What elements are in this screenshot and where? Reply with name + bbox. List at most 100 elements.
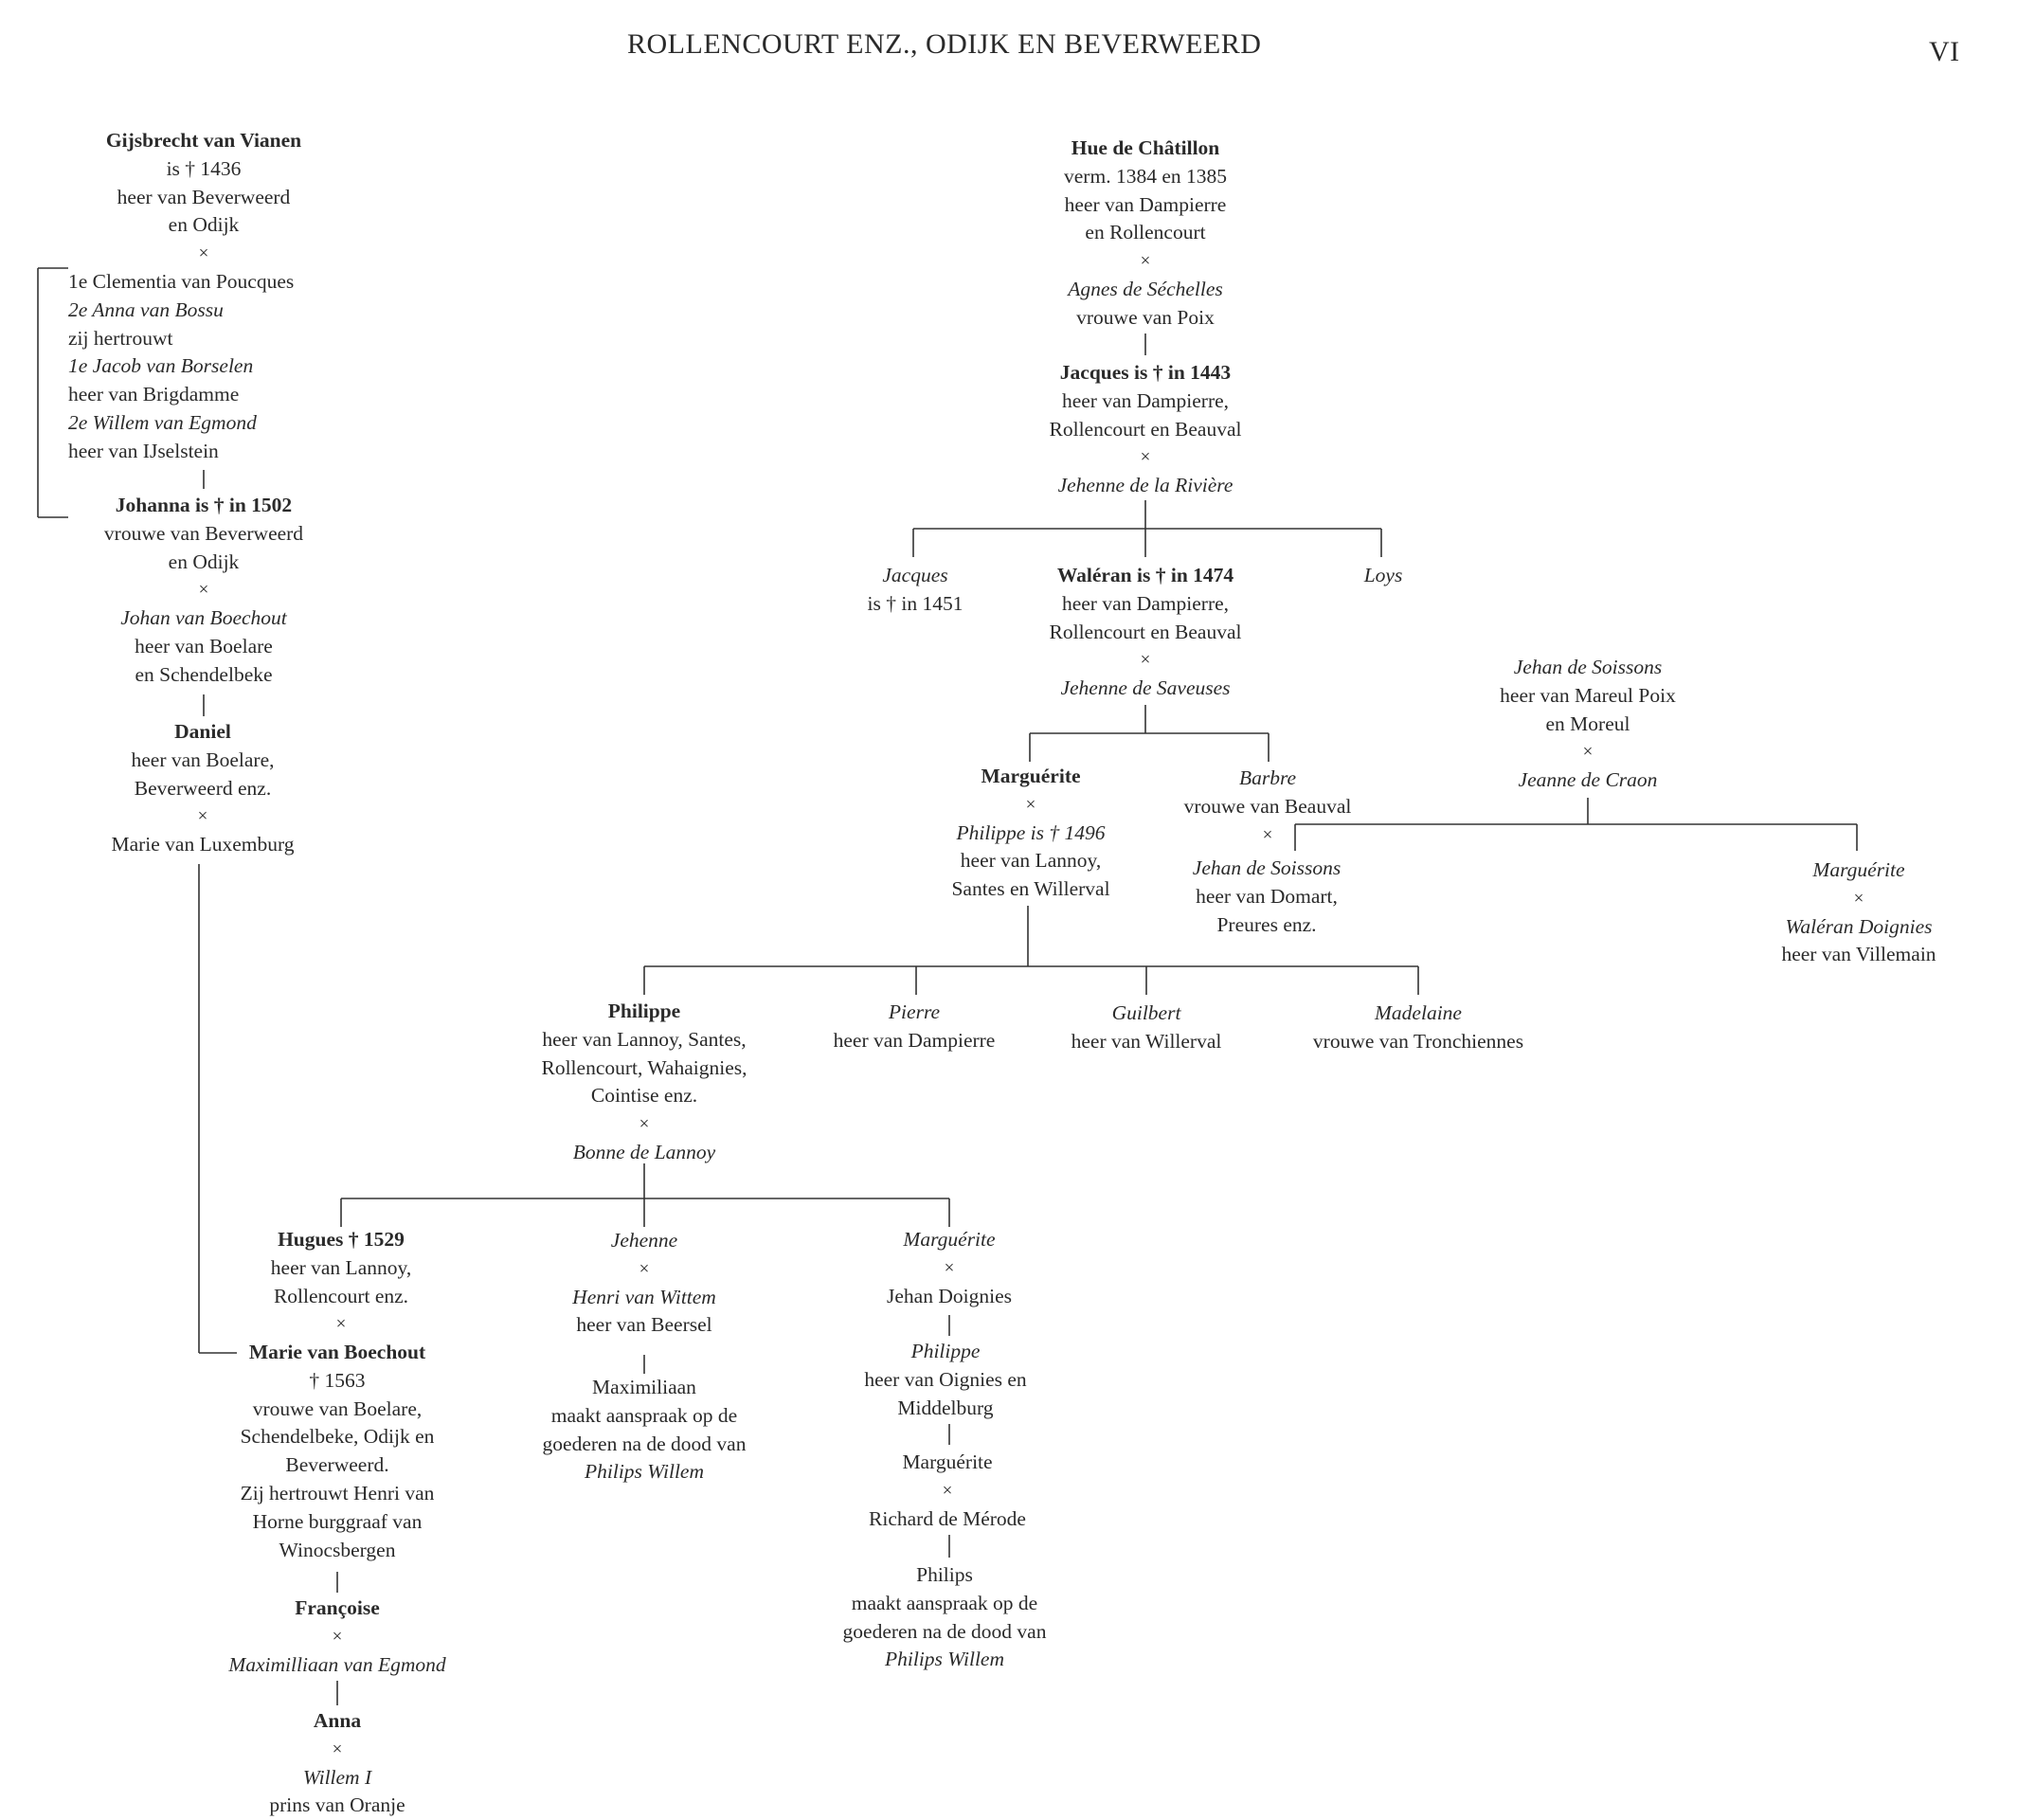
node-text-line: vrouwe van Beauval (1183, 794, 1352, 818)
node-text-line: en Moreul (1545, 712, 1630, 735)
node-text-line: Marguérite (902, 1451, 993, 1473)
node-text-line: Barbre (1238, 766, 1297, 789)
node-text-line: vrouwe van Poix (1076, 305, 1215, 329)
marriage-cross-icon: × (1582, 742, 1594, 763)
node-text-line: Hugues † 1529 (278, 1228, 405, 1251)
node-text-line: Marguérite (981, 765, 1081, 787)
node-text-line: Johanna is † in 1502 (115, 494, 293, 516)
node-text-line: heer van Dampierre, (1061, 591, 1230, 615)
node-text-line: Waléran is † in 1474 (1056, 564, 1234, 586)
node-text-line: goederen na de dood van (842, 1619, 1047, 1643)
person-marie-van-boechout: Marie van Boechout † 1563 vrouwe van Boela… (241, 1339, 435, 1564)
node-text-line: en Schendelbeke (135, 662, 273, 686)
node-text-line: 1e Clementia van Poucques (68, 270, 295, 293)
node-text-line: maakt aanspraak op de (550, 1403, 738, 1427)
node-text-line: heer van Dampierre (1064, 192, 1227, 216)
node-text-line: Johan van Boechout (120, 606, 287, 630)
marriage-cross-icon: × (1140, 650, 1151, 671)
node-text-line: Middelburg (897, 1396, 994, 1419)
person-jacques: Jacques is † in 1443 heer van Dampierre, R… (1050, 359, 1242, 500)
node-text-line: vrouwe van Beverweerd (103, 521, 304, 545)
node-text-line: Jehenne de Saveuses (1060, 676, 1231, 700)
node-text-line: vrouwe van Boelare, (252, 1397, 423, 1420)
node-text-line: Jeanne de Craon (1518, 768, 1658, 792)
node-text-line: Jehenne (610, 1229, 678, 1252)
node-text-line: Jehan de Soissons (1192, 856, 1342, 879)
node-text-line: Rollencourt en Beauval (1049, 620, 1242, 643)
marriage-cross-icon: × (1853, 888, 1864, 909)
marriage-cross-icon: × (332, 1626, 343, 1647)
node-text-line: heer van Villemain (1781, 943, 1936, 966)
node-text-line: Marguérite (903, 1228, 996, 1251)
node-text-line: Horne burggraaf van (252, 1509, 423, 1533)
node-text-line: Rollencourt en Beauval (1049, 417, 1242, 441)
node-text-line: en Odijk (168, 213, 240, 237)
node-text-line: Daniel (174, 720, 231, 743)
node-text-line: is † in 1451 (867, 591, 963, 615)
marriage-cross-icon: × (639, 1258, 650, 1279)
node-text-line: Philips (916, 1563, 973, 1586)
node-text-line: Schendelbeke, Odijk en (240, 1425, 435, 1449)
node-text-line: Marie van Boechout (248, 1341, 426, 1363)
node-text-line: Philips Willem (884, 1648, 1005, 1671)
node-text-line: Beverweerd. (285, 1453, 389, 1477)
node-text-line: Cointise enz. (590, 1084, 698, 1108)
node-text-line: heer van Willerval (1071, 1029, 1222, 1053)
node-text-line: † 1563 (309, 1368, 366, 1392)
marriage-cross-icon: × (1025, 794, 1036, 815)
node-text-line: Loys (1363, 564, 1403, 586)
person-francoise: Françoise×Maximilliaan van Egmond (228, 1595, 445, 1679)
person-marguerite-jehan-doignies: Marguérite × Jehan Doignies (887, 1226, 1012, 1310)
node-text-line: heer van Dampierre, (1061, 388, 1230, 412)
node-text-line: heer van IJselstein (68, 439, 219, 462)
node-text-line: Philippe (607, 1000, 681, 1022)
node-text-line: Philips Willem (584, 1460, 705, 1484)
marriage-cross-icon: × (639, 1114, 650, 1135)
node-text-line: Marie van Luxemburg (111, 833, 295, 856)
marriage-cross-icon: × (335, 1314, 347, 1335)
node-text-line: heer van Lannoy, Santes, (542, 1027, 747, 1051)
node-text-line: heer van Beersel (576, 1313, 712, 1337)
node-text-line: Guilbert (1111, 1001, 1181, 1024)
node-text-line: heer van Beverweerd (117, 185, 291, 208)
node-text-line: Maximiliaan (592, 1376, 696, 1398)
node-text-line: heer van Brigdamme (68, 383, 240, 406)
node-text-line: Jehan Doignies (887, 1284, 1012, 1307)
node-text-line: Jacques is † in 1443 (1059, 361, 1232, 384)
node-text-line: Madelaine (1375, 1001, 1462, 1024)
node-text-line: Richard de Mérode (869, 1506, 1026, 1530)
person-marguerite-merode: Marguérite×Richard de Mérode (869, 1449, 1026, 1533)
node-text-line: Jehenne de la Rivière (1057, 474, 1234, 497)
page-title: ROLLENCOURT ENZ., ODIJK EN BEVERWEERD (627, 28, 1262, 60)
node-text-line: Rollencourt enz. (273, 1284, 409, 1307)
node-text-line: Anna (313, 1709, 362, 1732)
marriage-cross-icon: × (198, 243, 209, 264)
marriage-cross-icon: × (944, 1257, 955, 1278)
node-text-line: en Rollencourt (1085, 221, 1206, 244)
node-text-line: verm. 1384 en 1385 (1064, 164, 1227, 188)
node-text-line: Hue de Châtillon (1071, 136, 1220, 159)
node-text-line: zij hertrouwt (68, 326, 173, 350)
node-text-line: en Odijk (168, 550, 240, 573)
node-text-line: Pierre (888, 1000, 941, 1023)
node-text-line: Winocsbergen (279, 1538, 396, 1561)
node-text-line: goederen na de dood van (542, 1432, 747, 1455)
node-text-line: heer van Mareul Poix (1500, 683, 1676, 707)
marriage-cross-icon: × (197, 806, 208, 827)
node-text-line: Willem I (302, 1765, 372, 1789)
node-text-line: Philippe (910, 1340, 981, 1362)
node-text-line: Jacques (882, 564, 948, 586)
person-waleran: Waléran is † in 1474 heer van Dampierre, R… (1050, 562, 1242, 703)
person-maximiliaan: Maximiliaan maakt aanspraak op de goederen… (543, 1374, 747, 1487)
